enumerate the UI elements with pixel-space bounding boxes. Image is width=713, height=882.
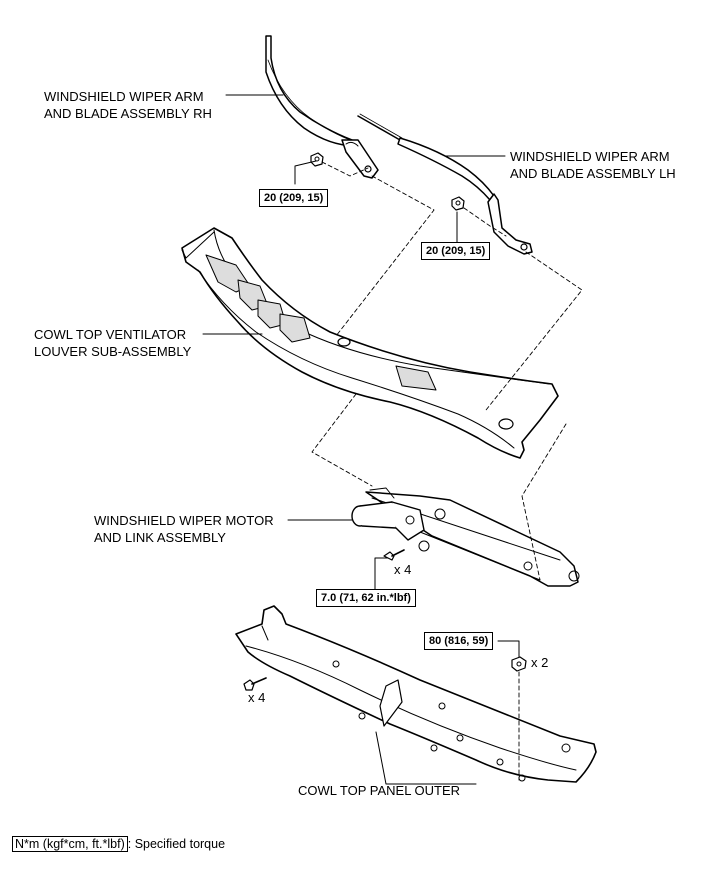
panel-nut [511,656,527,672]
torque-rh-nut: 20 (209, 15) [259,189,329,207]
louver-label-line1: COWL TOP VENTILATOR [34,327,187,342]
panel-label: COWL TOP PANEL OUTER [298,783,461,798]
wiper-motor-link-part [351,487,580,587]
motor-label-line2: AND LINK ASSEMBLY [94,530,226,545]
lh-arm-nut [451,196,465,211]
wiper-arm-lh-part [357,113,533,255]
cowl-louver-part [181,227,559,459]
wiper-rh-label-line1: WINDSHIELD WIPER ARM [44,89,204,104]
legend-unit-box: N*m (kgf*cm, ft.*lbf) [12,836,128,852]
torque-panel-nut: 80 (816, 59) [424,632,494,650]
wiper-rh-label-line2: AND BLADE ASSEMBLY RH [44,106,212,121]
motor-bolt-quantity: x 4 [394,562,412,577]
torque-legend: N*m (kgf*cm, ft.*lbf): Specified torque [12,836,226,852]
wiper-lh-label-line2: AND BLADE ASSEMBLY LH [510,166,676,181]
leader-lines [202,94,520,785]
rh-arm-nut [310,152,324,167]
torque-lh-nut: 20 (209, 15) [421,242,491,260]
panel-clip [243,677,267,691]
alignment-lines [311,161,583,781]
louver-label-line2: LOUVER SUB-ASSEMBLY [34,344,192,359]
torque-motor-bolt: 7.0 (71, 62 in.*lbf) [316,589,416,607]
wiper-lh-label-line1: WINDSHIELD WIPER ARM [510,149,670,164]
wiper-arm-rh-part [265,35,379,179]
panel-clip-quantity: x 4 [248,690,266,705]
motor-label-line1: WINDSHIELD WIPER MOTOR [94,513,274,528]
panel-nut-quantity: x 2 [531,655,549,670]
legend-text: : Specified torque [127,837,226,851]
motor-mount-bolt [383,549,405,561]
cowl-panel-outer-part [235,605,597,783]
